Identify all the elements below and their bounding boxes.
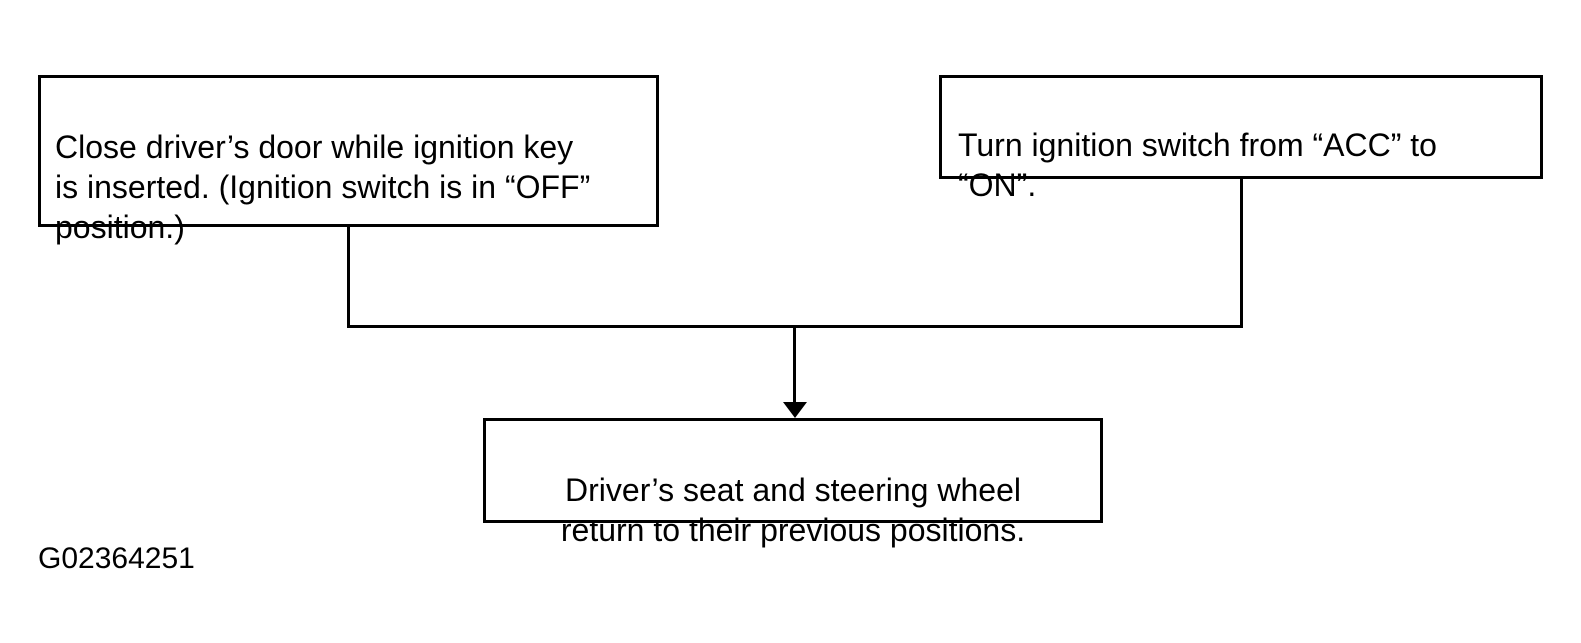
flow-box-close-door-text: Close driver’s door while ignition key i… bbox=[55, 129, 591, 245]
down-arrow-stem-line bbox=[793, 325, 796, 404]
flow-box-result-text: Driver’s seat and steering wheel return … bbox=[560, 472, 1026, 548]
connector-right-vertical-line bbox=[1240, 178, 1243, 328]
flow-box-result: Driver’s seat and steering wheel return … bbox=[483, 418, 1103, 548]
flow-box-close-door: Close driver’s door while ignition key i… bbox=[38, 75, 659, 245]
figure-id-label: G02364251 bbox=[38, 542, 195, 575]
flow-box-turn-ignition: Turn ignition switch from “ACC” to “ON”. bbox=[939, 75, 1543, 203]
connector-left-vertical-line bbox=[347, 226, 350, 328]
flow-box-turn-ignition-text: Turn ignition switch from “ACC” to “ON”. bbox=[958, 127, 1437, 203]
down-arrowhead-icon bbox=[783, 402, 807, 418]
